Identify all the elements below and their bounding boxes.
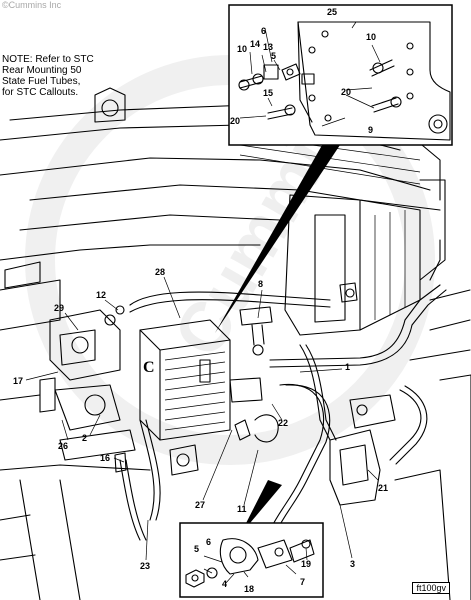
label-21: 21 xyxy=(378,483,388,493)
label-5-top: 5 xyxy=(271,51,276,61)
label-20-right: 20 xyxy=(341,87,351,97)
label-1: 1 xyxy=(345,362,350,372)
figure-id: ft100gv xyxy=(412,582,450,594)
inset-top xyxy=(228,4,453,146)
label-12: 12 xyxy=(96,290,106,300)
label-23: 23 xyxy=(140,561,150,571)
label-6-top: 6 xyxy=(261,26,266,36)
label-6-bottom: 6 xyxy=(206,537,211,547)
label-13: 13 xyxy=(263,42,273,52)
copyright-text: ©Cummins Inc xyxy=(2,0,62,10)
label-3: 3 xyxy=(350,559,355,569)
label-14: 14 xyxy=(250,39,260,49)
callout-labels: 25 6 14 13 10 10 5 20 15 20 9 28 8 29 12… xyxy=(13,7,388,594)
label-26: 26 xyxy=(58,441,68,451)
label-20-left: 20 xyxy=(230,116,240,126)
label-29: 29 xyxy=(54,303,64,313)
label-27: 27 xyxy=(195,500,205,510)
label-10-left: 10 xyxy=(237,44,247,54)
label-9: 9 xyxy=(368,125,373,135)
label-11: 11 xyxy=(237,504,247,514)
fuel-pump xyxy=(39,305,136,461)
label-7: 7 xyxy=(300,577,305,587)
fuel-tubes xyxy=(119,239,447,541)
label-5-bottom: 5 xyxy=(194,544,199,554)
label-22: 22 xyxy=(278,418,288,428)
inset-bottom xyxy=(179,522,324,598)
label-17: 17 xyxy=(13,376,23,386)
svg-text:C: C xyxy=(143,359,155,376)
label-16: 16 xyxy=(100,453,110,463)
leader-lines xyxy=(25,276,379,561)
label-25: 25 xyxy=(327,7,337,17)
ecm-box: C xyxy=(139,319,231,441)
label-4: 4 xyxy=(222,579,227,589)
label-8: 8 xyxy=(258,279,263,289)
callout-pointers xyxy=(215,140,340,535)
label-10-right: 10 xyxy=(366,32,376,42)
label-19: 19 xyxy=(301,559,311,569)
stc-note: NOTE: Refer to STC Rear Mounting 50 Stat… xyxy=(2,54,94,98)
label-2: 2 xyxy=(82,433,87,443)
label-15: 15 xyxy=(263,88,273,98)
label-18: 18 xyxy=(244,584,254,594)
fittings xyxy=(114,282,358,476)
fuel-actuator xyxy=(329,394,396,506)
label-28: 28 xyxy=(155,267,165,277)
